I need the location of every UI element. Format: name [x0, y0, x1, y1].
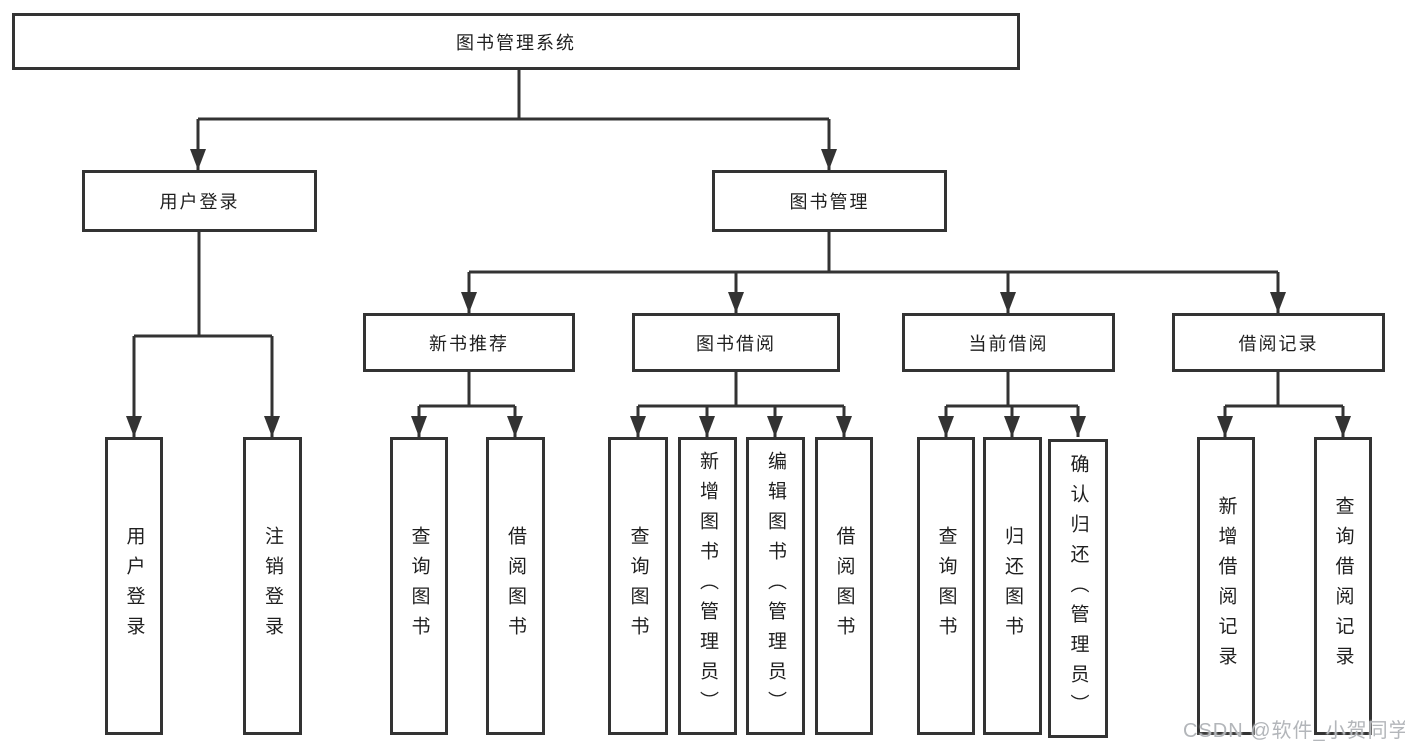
node-book-borrow: 图书借阅	[632, 313, 840, 372]
leaf-recommend-query-books-label: 查询图书	[408, 526, 430, 646]
node-book-management-label: 图书管理	[789, 192, 870, 212]
leaf-add-books-admin-label: 新增图书（管理员）	[697, 451, 718, 721]
leaf-query-borrow-record: 查询借阅记录	[1314, 437, 1372, 735]
node-current-borrow: 当前借阅	[902, 313, 1115, 372]
leaf-edit-books-admin: 编辑图书（管理员）	[746, 437, 805, 735]
leaf-current-query-books: 查询图书	[917, 437, 975, 735]
leaf-confirm-return-admin-label: 确认归还（管理员）	[1067, 453, 1089, 724]
leaf-return-books: 归还图书	[983, 437, 1042, 735]
node-borrow-records-label: 借阅记录	[1238, 333, 1319, 354]
leaf-add-borrow-record-label: 新增借阅记录	[1215, 496, 1237, 676]
leaf-logout-label: 注销登录	[262, 526, 283, 646]
leaf-edit-books-admin-label: 编辑图书（管理员）	[765, 451, 786, 721]
leaf-add-borrow-record: 新增借阅记录	[1197, 437, 1255, 735]
connector-root-to-level2	[190, 70, 837, 170]
node-new-book-recommend-label: 新书推荐	[429, 333, 509, 354]
node-user-login: 用户登录	[82, 170, 317, 232]
node-new-book-recommend: 新书推荐	[363, 313, 575, 372]
leaf-user-login-label: 用户登录	[123, 526, 145, 646]
leaf-user-login: 用户登录	[105, 437, 163, 735]
leaf-logout: 注销登录	[243, 437, 302, 735]
leaf-confirm-return-admin: 确认归还（管理员）	[1048, 439, 1108, 738]
leaf-recommend-borrow-books-label: 借阅图书	[505, 526, 526, 646]
csdn-watermark: CSDN @软件_小贺同学	[1183, 720, 1405, 742]
leaf-recommend-query-books: 查询图书	[390, 437, 448, 735]
connector-recommend-children	[411, 372, 523, 437]
node-library-system: 图书管理系统	[12, 13, 1020, 70]
connector-current-children	[938, 372, 1086, 437]
node-borrow-records: 借阅记录	[1172, 313, 1385, 372]
connector-book-mgmt-to-level3	[461, 232, 1286, 313]
node-book-management: 图书管理	[712, 170, 947, 232]
leaf-borrow-books-label: 借阅图书	[833, 526, 855, 646]
node-library-system-label: 图书管理系统	[456, 32, 576, 53]
connector-borrow-children	[630, 372, 852, 437]
leaf-recommend-borrow-books: 借阅图书	[486, 437, 545, 735]
node-user-login-label: 用户登录	[159, 192, 240, 212]
leaf-borrow-query-books: 查询图书	[608, 437, 668, 735]
leaf-borrow-query-books-label: 查询图书	[627, 526, 649, 646]
leaf-borrow-books: 借阅图书	[815, 437, 873, 735]
connector-records-children	[1217, 372, 1351, 437]
leaf-query-borrow-record-label: 查询借阅记录	[1332, 496, 1354, 676]
leaf-add-books-admin: 新增图书（管理员）	[678, 437, 737, 735]
connector-user-login-children	[126, 232, 280, 437]
leaf-current-query-books-label: 查询图书	[935, 526, 957, 646]
node-book-borrow-label: 图书借阅	[696, 333, 776, 354]
node-current-borrow-label: 当前借阅	[968, 333, 1049, 354]
leaf-return-books-label: 归还图书	[1002, 526, 1023, 646]
